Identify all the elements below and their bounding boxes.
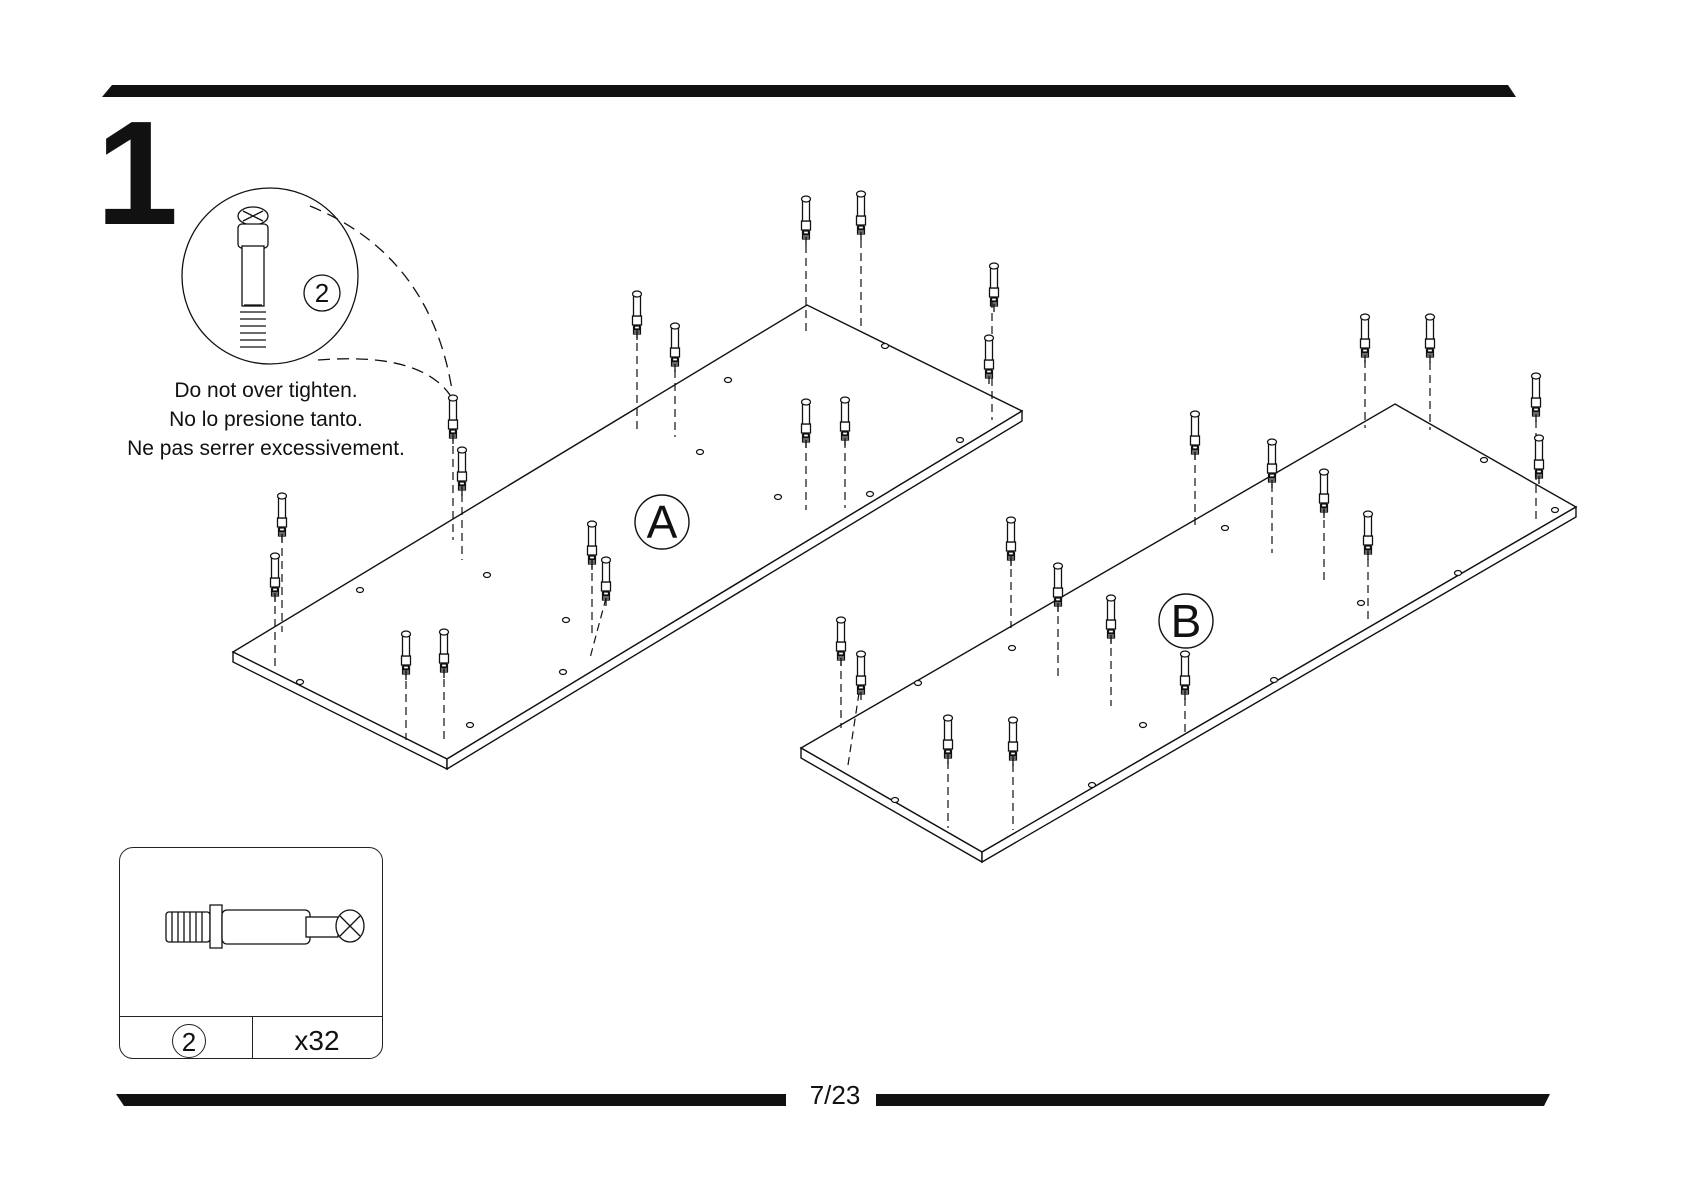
header-bar [102, 85, 1516, 97]
callout-part-number: 2 [302, 280, 342, 306]
footer-bar-left [116, 1094, 786, 1106]
warning-english: Do not over tighten. [96, 376, 436, 405]
parts-divider-horizontal [120, 1016, 382, 1017]
panel-a-label: A [632, 499, 692, 545]
warning-text: Do not over tighten. No lo presione tant… [96, 376, 436, 463]
part-number-badge: 2 [172, 1024, 206, 1058]
page-number: 7/23 [780, 1082, 890, 1108]
warning-spanish: No lo presione tanto. [96, 405, 436, 434]
warning-french: Ne pas serrer excessivement. [96, 434, 436, 463]
panel-b-label: B [1156, 598, 1216, 644]
part-quantity: x32 [252, 1024, 382, 1058]
parts-list: 2 x32 [119, 847, 383, 1059]
footer-bar-right [876, 1094, 1550, 1106]
step-number: 1 [96, 100, 178, 248]
